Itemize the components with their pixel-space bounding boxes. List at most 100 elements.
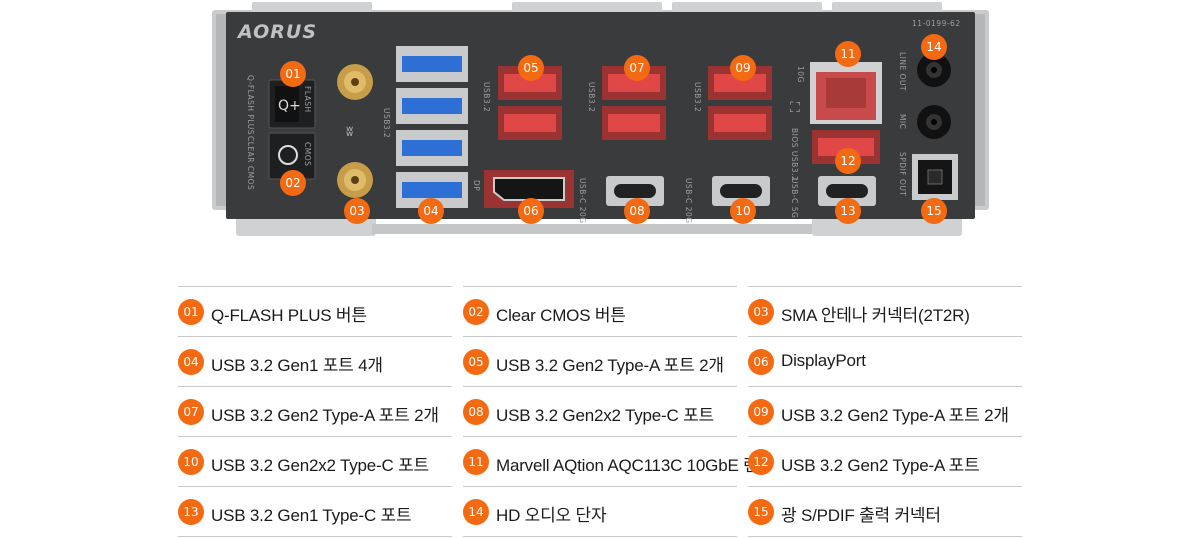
number-badge: 14: [463, 499, 489, 525]
legend-row: 08 USB 3.2 Gen2x2 Type-C 포트: [463, 387, 737, 437]
usb-gen2-pair-07[interactable]: [602, 66, 666, 140]
legend-row: 05 USB 3.2 Gen2 Type-A 포트 2개: [463, 337, 737, 387]
number-badge: 13: [178, 499, 204, 525]
panel-badge-04: 04: [418, 198, 444, 224]
usb32-label-05: USB3.2: [482, 82, 491, 112]
usbc-20g-label-10: USB-C 20G: [684, 178, 693, 224]
panel-badge-number: 06: [523, 204, 538, 218]
line-out-jack[interactable]: [917, 53, 951, 87]
usbc-port-08[interactable]: [606, 176, 664, 206]
number-badge: 07: [178, 399, 204, 425]
number-badge: 09: [748, 399, 774, 425]
qflash-label: Q-FLASH PLUS: [246, 75, 255, 135]
panel-badge-13: 13: [835, 198, 861, 224]
number-badge: 02: [463, 299, 489, 325]
panel-badge-number: 04: [423, 204, 438, 218]
panel-badge-08: 08: [624, 198, 650, 224]
usb-gen1-stack[interactable]: [396, 46, 468, 208]
io-shield-image: AORUS 11-0199-62 Q-FLASH PLUS Q+ FLASH C…: [212, 2, 989, 236]
aorus-logo: AORUS: [236, 21, 317, 43]
number-badge: 04: [178, 349, 204, 375]
panel-badge-number: 02: [285, 176, 300, 190]
legend-text: Clear CMOS 버튼: [496, 306, 626, 325]
legend-row: 11 Marvell AQtion AQC113C 10GbE 랜: [463, 437, 759, 487]
usb32-label-gen1: USB3.2: [382, 108, 391, 138]
mic-jack[interactable]: [917, 105, 951, 139]
number-badge: 11: [463, 449, 489, 475]
legend-text: 광 S/PDIF 출력 커넥터: [781, 506, 941, 525]
panel-badge-02: 02: [280, 170, 306, 196]
number-badge: 06: [748, 349, 774, 375]
panel-badge-01: 01: [280, 61, 306, 87]
legend-row: 02 Clear CMOS 버튼: [463, 287, 737, 337]
usb32-label-07: USB3.2: [587, 82, 596, 112]
legend-text: USB 3.2 Gen2x2 Type-C 포트: [496, 406, 714, 425]
spdif-out-label: SPDIF OUT: [898, 152, 907, 196]
panel-badge-number: 09: [735, 61, 750, 75]
legend-column-2: 02 Clear CMOS 버튼 05 USB 3.2 Gen2 Type-A 포트…: [463, 286, 759, 537]
legend-row: 07 USB 3.2 Gen2 Type-A 포트 2개: [178, 387, 452, 437]
panel-badge-10: 10: [730, 198, 756, 224]
wifi-icon: ʬ: [346, 124, 353, 140]
legend-text: USB 3.2 Gen2 Type-A 포트 2개: [496, 356, 724, 375]
panel-badge-number: 11: [840, 47, 855, 61]
number-badge: 15: [748, 499, 774, 525]
legend-text: Q-FLASH PLUS 버튼: [211, 306, 367, 325]
panel-badge-number: 13: [840, 204, 855, 218]
panel-badge-number: 07: [629, 61, 644, 75]
panel-badge-12: 12: [835, 148, 861, 174]
usb32-label-09: USB3.2: [693, 82, 702, 112]
spdif-out-connector[interactable]: [912, 154, 958, 200]
panel-badge-06: 06: [518, 198, 544, 224]
usbc-5g-label: USB-C 5G: [790, 178, 799, 218]
number-badge: 05: [463, 349, 489, 375]
usbc-port-13[interactable]: [818, 176, 876, 206]
legend-text: USB 3.2 Gen2 Type-A 포트: [781, 456, 980, 475]
usb-gen2-pair-05[interactable]: [498, 66, 562, 140]
panel-badge-07: 07: [624, 55, 650, 81]
legend-text: SMA 안테나 커넥터(2T2R): [781, 306, 970, 325]
legend-text: HD 오디오 단자: [496, 506, 607, 525]
part-number: 11-0199-62: [912, 19, 961, 28]
number-badge: 12: [748, 449, 774, 475]
flash-label: FLASH: [303, 86, 312, 113]
usb-gen2-pair-09[interactable]: [708, 66, 772, 140]
legend-row: 06 DisplayPort: [748, 337, 1022, 387]
panel-badge-03: 03: [344, 198, 370, 224]
svg-text:Q+: Q+: [278, 98, 301, 114]
number-badge: 03: [748, 299, 774, 325]
panel-badge-number: 03: [349, 204, 364, 218]
legend-text: USB 3.2 Gen2 Type-A 포트 2개: [211, 406, 439, 425]
number-badge: 08: [463, 399, 489, 425]
panel-badge-number: 08: [629, 204, 644, 218]
legend-row: 12 USB 3.2 Gen2 Type-A 포트: [748, 437, 1022, 487]
legend-row: 13 USB 3.2 Gen1 Type-C 포트: [178, 487, 452, 537]
legend-text: DisplayPort: [781, 351, 866, 370]
legend-row: 01 Q-FLASH PLUS 버튼: [178, 287, 452, 337]
cmos-label: CMOS: [303, 142, 312, 166]
dp-label: DP: [472, 180, 481, 191]
sma-antenna-bottom[interactable]: [337, 162, 373, 198]
panel-badge-number: 01: [285, 67, 300, 81]
number-badge: 01: [178, 299, 204, 325]
legend-row: 15 광 S/PDIF 출력 커넥터: [748, 487, 1022, 537]
panel-badge-05: 05: [518, 55, 544, 81]
legend-text: USB 3.2 Gen1 Type-C 포트: [211, 506, 412, 525]
panel-badge-15: 15: [921, 198, 947, 224]
usbc-20g-label-08: USB-C 20G: [578, 178, 587, 224]
panel-badge-number: 05: [523, 61, 538, 75]
legend-text: USB 3.2 Gen2x2 Type-C 포트: [211, 456, 429, 475]
lan-port[interactable]: [810, 62, 882, 124]
sma-antenna-top[interactable]: [337, 64, 373, 100]
bios-usb-label: BIOS USB3.2: [790, 128, 799, 181]
panel-badge-number: 10: [735, 204, 750, 218]
io-shield-panel: AORUS 11-0199-62 Q-FLASH PLUS Q+ FLASH C…: [212, 0, 989, 240]
usbc-port-10[interactable]: [712, 176, 770, 206]
legend-row: 03 SMA 안테나 커넥터(2T2R): [748, 287, 1022, 337]
panel-badge-number: 15: [926, 204, 941, 218]
legend-text: Marvell AQtion AQC113C 10GbE 랜: [496, 456, 759, 475]
